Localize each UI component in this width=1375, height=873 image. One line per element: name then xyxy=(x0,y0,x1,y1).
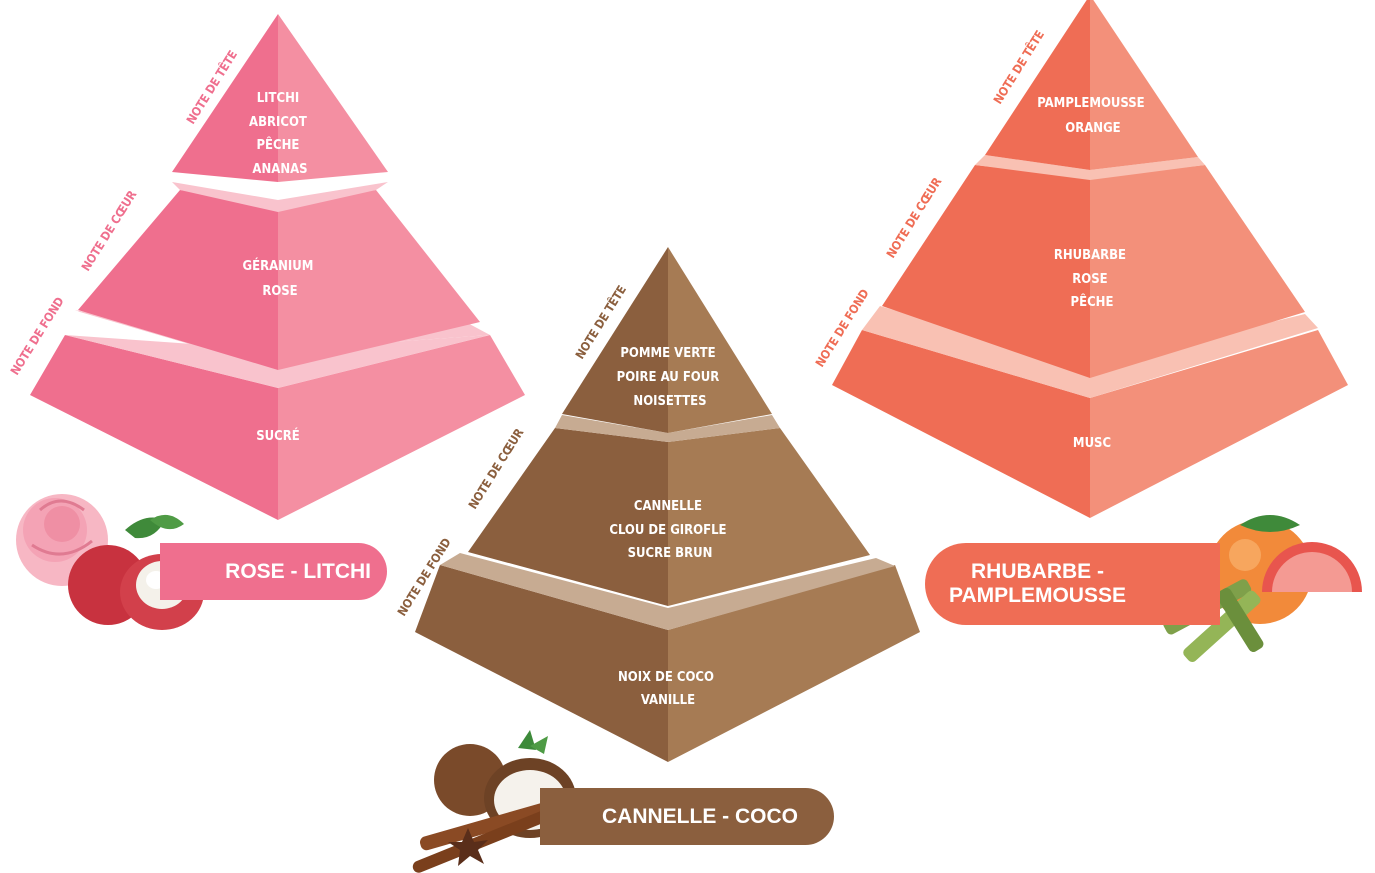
top-notes-text: PAMPLEMOUSSE ORANGE xyxy=(1037,96,1149,136)
heart-notes-text: GÉRANIUM ROSE xyxy=(242,258,317,299)
top-notes-text: LITCHI ABRICOT PÊCHE ANANAS xyxy=(249,91,311,177)
base-tier-right xyxy=(1090,330,1348,518)
name-badge-rhubarbe-pamplemousse: RHUBARBE - PAMPLEMOUSSE xyxy=(925,543,1220,625)
pyramid-rose-litchi: LITCHI ABRICOT PÊCHE ANANAS GÉRANIUM ROS… xyxy=(8,14,525,520)
note-line: ORANGE xyxy=(1065,121,1120,136)
note-line: ANANAS xyxy=(252,162,307,177)
base-tier-left xyxy=(415,565,668,762)
name-badge-cannelle-coco: CANNELLE - COCO xyxy=(540,788,834,845)
note-line: CLOU DE GIROFLE xyxy=(609,523,726,538)
note-line: CANNELLE xyxy=(634,499,702,514)
badge-label: ROSE - LITCHI xyxy=(225,559,371,583)
note-line: PÊCHE xyxy=(1071,294,1114,310)
top-notes-text: POMME VERTE POIRE AU FOUR NOISETTES xyxy=(617,346,724,409)
top-tier-left xyxy=(985,0,1090,170)
heart-tier-right xyxy=(278,190,480,370)
name-badge-rose-litchi: ROSE - LITCHI xyxy=(160,543,387,600)
separator-band xyxy=(555,415,780,442)
badge-label-line: RHUBARBE - xyxy=(971,560,1104,583)
badge-label: CANNELLE - COCO xyxy=(602,804,798,828)
note-line: PAMPLEMOUSSE xyxy=(1037,96,1144,111)
note-line: ROSE xyxy=(1072,272,1107,287)
pyramid-rhubarbe-pamplemousse: PAMPLEMOUSSE ORANGE RHUBARBE ROSE PÊCHE … xyxy=(813,0,1348,518)
base-tier-right xyxy=(668,565,920,762)
badge-label-line: PAMPLEMOUSSE xyxy=(949,584,1126,607)
note-line: ROSE xyxy=(262,284,297,299)
note-line: GÉRANIUM xyxy=(242,258,313,274)
star-anise-icon xyxy=(448,828,488,866)
note-line: RHUBARBE xyxy=(1054,248,1126,263)
note-line: NOISETTES xyxy=(633,394,706,409)
note-line: VANILLE xyxy=(641,693,695,708)
separator-band xyxy=(975,155,1205,180)
note-line: SUCRE BRUN xyxy=(628,546,713,561)
note-line: POIRE AU FOUR xyxy=(617,370,720,385)
heart-tier-left xyxy=(468,428,668,606)
note-line: POMME VERTE xyxy=(620,346,715,361)
top-tier-left xyxy=(562,247,668,433)
separator-band xyxy=(172,182,388,212)
note-line: ABRICOT xyxy=(249,115,307,130)
top-tier-right xyxy=(278,14,388,182)
base-notes-text: MUSC xyxy=(1073,436,1111,451)
base-tier-left xyxy=(30,335,278,520)
top-tier-left xyxy=(172,14,278,182)
separator-band xyxy=(862,306,1318,398)
base-notes-text: SUCRÉ xyxy=(256,428,300,444)
heart-tier-right xyxy=(1090,165,1305,378)
heart-tier-left xyxy=(882,165,1090,378)
heart-tier-right xyxy=(668,428,870,606)
note-line: NOIX DE COCO xyxy=(618,670,714,685)
top-tier-right xyxy=(668,247,772,433)
base-tier-left xyxy=(832,330,1090,518)
heart-notes-text: CANNELLE CLOU DE GIROFLE SUCRE BRUN xyxy=(609,499,730,561)
note-line: MUSC xyxy=(1073,436,1111,451)
note-line: LITCHI xyxy=(257,91,300,106)
base-notes-text: NOIX DE COCO VANILLE xyxy=(618,670,718,708)
note-line: SUCRÉ xyxy=(256,428,300,444)
note-line: PÊCHE xyxy=(256,137,299,153)
top-tier-right xyxy=(1090,0,1198,170)
separator-band xyxy=(440,553,895,630)
heart-notes-text: RHUBARBE ROSE PÊCHE xyxy=(1054,248,1130,310)
base-tier-right xyxy=(278,335,525,520)
heart-tier-left xyxy=(78,190,278,370)
